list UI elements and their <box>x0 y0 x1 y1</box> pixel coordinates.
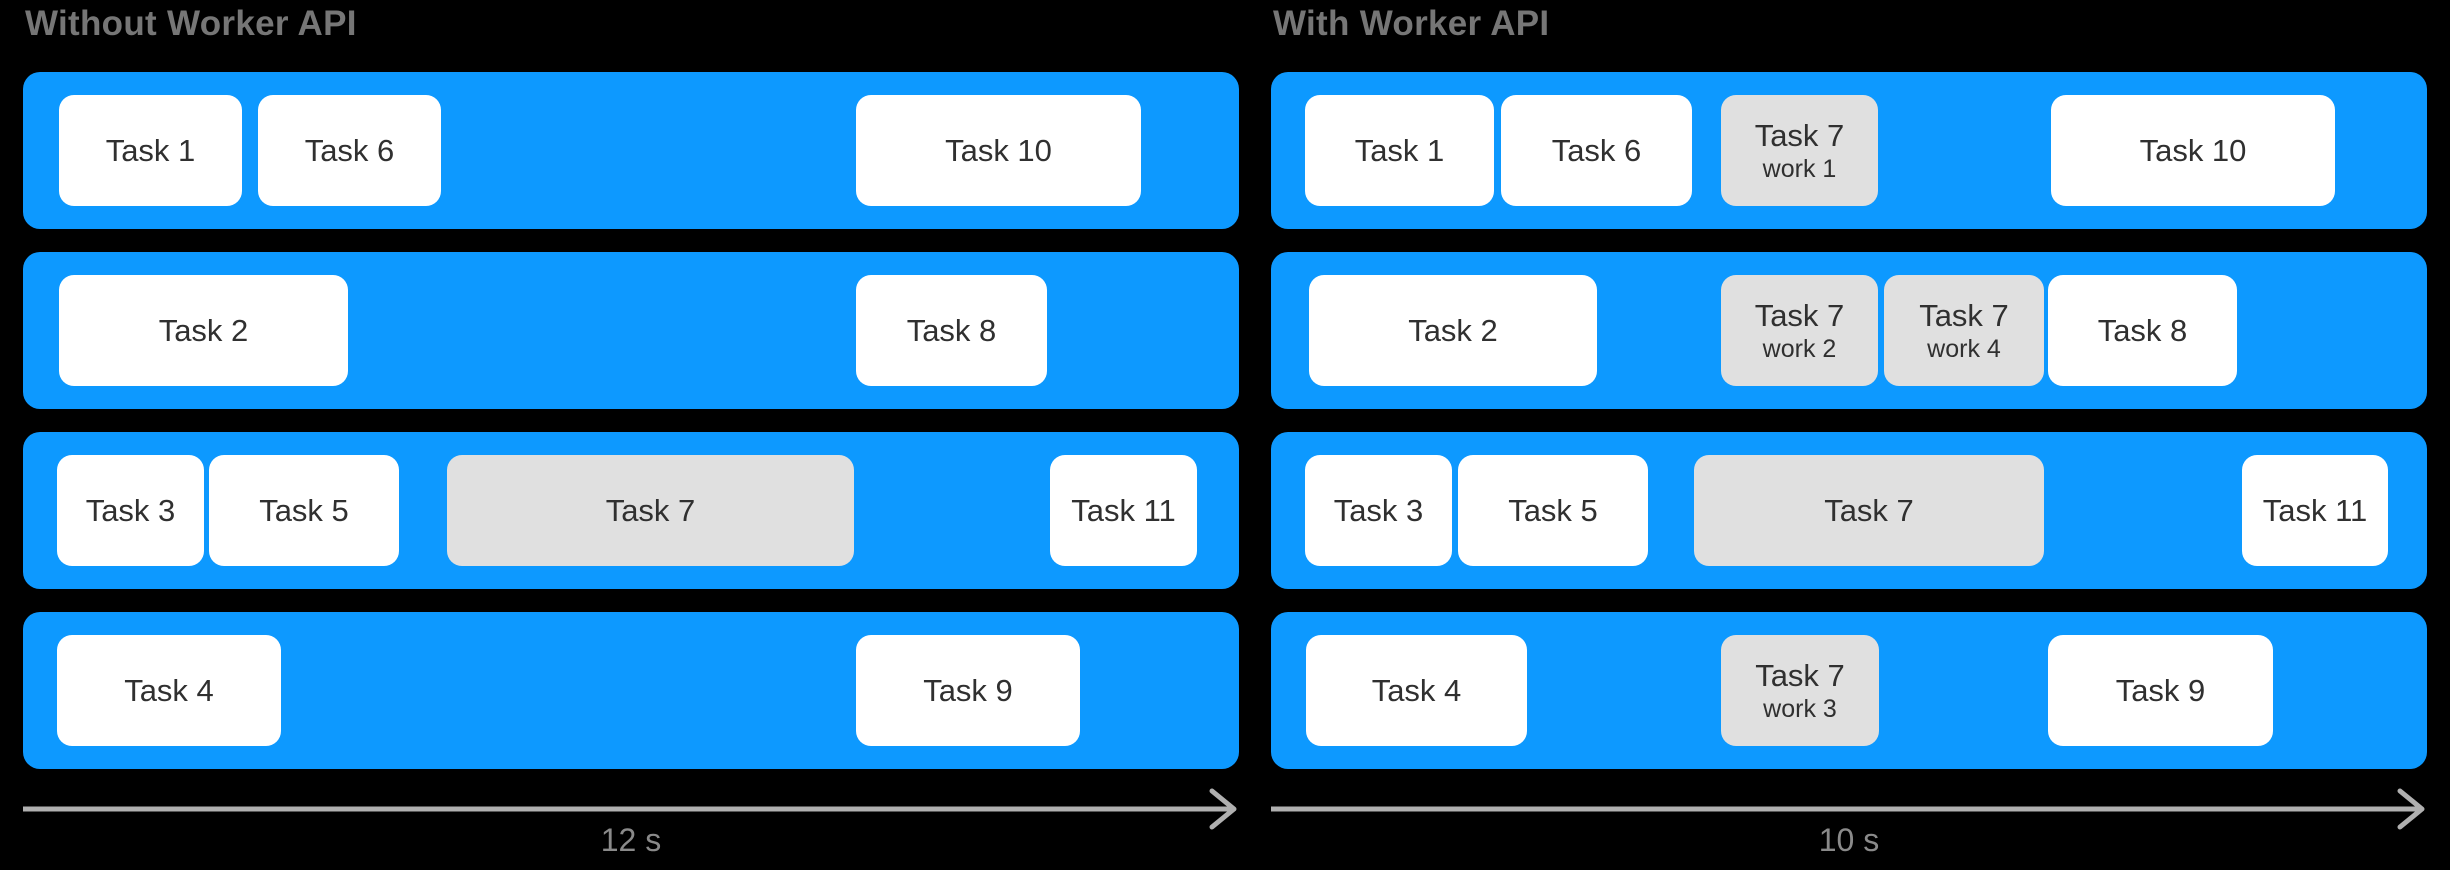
task-block: Task 2 <box>1309 275 1597 386</box>
task-block: Task 1 <box>59 95 242 206</box>
thread-lane-3: Task 3 Task 5 Task 7 Task 11 <box>23 432 1239 589</box>
panel-title: With Worker API <box>1273 4 1550 43</box>
task-block: Task 10 <box>856 95 1141 206</box>
task-block: Task 4 <box>57 635 281 746</box>
task-label: Task 11 <box>2262 492 2368 528</box>
task-block: Task 9 <box>2048 635 2273 746</box>
task-label: Task 5 <box>259 492 349 528</box>
panel-title: Without Worker API <box>25 4 357 43</box>
task-label: Task 9 <box>2115 672 2206 708</box>
task-block: Task 6 <box>1501 95 1692 206</box>
task-sublabel: work 3 <box>1763 695 1837 723</box>
task-sublabel: work 1 <box>1762 155 1837 183</box>
task-block: Task 11 <box>1050 455 1197 566</box>
task-label: Task 1 <box>105 132 196 168</box>
task-label: Task 6 <box>1551 132 1642 168</box>
timeline-arrow-icon <box>23 788 1237 830</box>
thread-lane-1: Task 1 Task 6 Task 10 <box>23 72 1239 229</box>
timeline-arrow-icon <box>1271 788 2425 830</box>
task-label: Task 7 <box>1755 658 1845 693</box>
task-label: Task 4 <box>124 672 214 708</box>
task-label: Task 4 <box>1371 672 1462 708</box>
task-label: Task 7 <box>1824 492 1914 528</box>
task-block: Task 9 <box>856 635 1080 746</box>
task-label: Task 3 <box>85 492 176 528</box>
task-block: Task 5 <box>1458 455 1648 566</box>
task-label: Task 6 <box>304 132 395 168</box>
task-label: Task 5 <box>1508 492 1598 528</box>
timeline-axis <box>23 786 1239 837</box>
duration-label: 12 s <box>600 822 662 858</box>
task-block: Task 3 <box>57 455 204 566</box>
task-sublabel: work 2 <box>1762 335 1837 363</box>
duration-label: 10 s <box>1818 822 1880 858</box>
timeline-axis <box>1271 786 2427 837</box>
task-label: Task 11 <box>1071 492 1176 528</box>
task-label: Task 2 <box>1408 312 1498 348</box>
task-label: Task 7 <box>1919 298 2009 333</box>
task-block: Task 6 <box>258 95 441 206</box>
task-label: Task 7 <box>1754 118 1845 153</box>
task-label: Task 2 <box>158 312 249 348</box>
task-label: Task 10 <box>945 132 1052 168</box>
task-label: Task 3 <box>1333 492 1424 528</box>
thread-lane-3: Task 3 Task 5 Task 7 Task 11 <box>1271 432 2427 589</box>
task-label: Task 8 <box>2097 312 2188 348</box>
task-block: Task 11 <box>2242 455 2388 566</box>
task-label: Task 8 <box>906 312 997 348</box>
task-block: Task 5 <box>209 455 399 566</box>
thread-lane-2: Task 2 Task 8 <box>23 252 1239 409</box>
task-block: Task 2 <box>59 275 348 386</box>
task-label: Task 7 <box>1754 298 1845 333</box>
task-label: Task 10 <box>2139 132 2247 168</box>
task-sublabel: work 4 <box>1927 335 2001 363</box>
task-block: Task 3 <box>1305 455 1452 566</box>
task-block: Task 8 <box>2048 275 2237 386</box>
worker-task-block: Task 7 <box>1694 455 2044 566</box>
task-label: Task 7 <box>605 492 696 528</box>
task-block: Task 10 <box>2051 95 2335 206</box>
task-block: Task 8 <box>856 275 1047 386</box>
task-block: Task 4 <box>1306 635 1527 746</box>
task-label: Task 9 <box>923 672 1013 708</box>
task-block: Task 1 <box>1305 95 1494 206</box>
task-label: Task 1 <box>1354 132 1445 168</box>
worker-task-block: Task 7 <box>447 455 854 566</box>
thread-lane-4: Task 4 Task 9 <box>23 612 1239 769</box>
